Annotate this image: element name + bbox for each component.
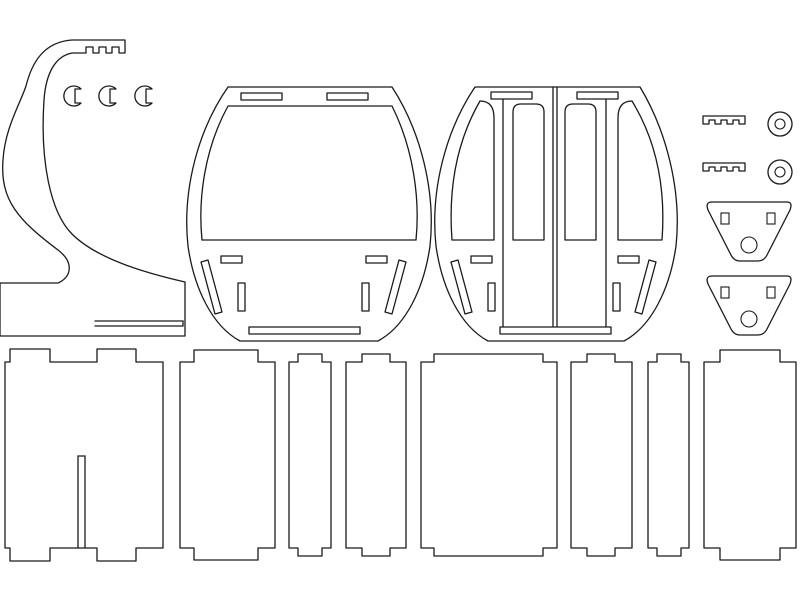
- side-wall-panel: [570, 353, 633, 557]
- hanger-plate: [706, 201, 792, 262]
- cabin-rear-panel-with-doors: [434, 86, 678, 342]
- hanger-arm: [0, 39, 186, 337]
- connector-clip: [702, 115, 746, 125]
- connector-clip: [702, 162, 746, 172]
- side-wall-panel: [288, 353, 332, 557]
- round-washer: [767, 159, 793, 185]
- roof-panel: [4, 348, 164, 562]
- side-wall-panel: [647, 353, 690, 557]
- cabin-front-panel: [186, 86, 432, 342]
- side-wall-panel: [345, 353, 407, 557]
- side-wall-panel: [179, 349, 276, 561]
- hanger-clip: [63, 85, 82, 107]
- round-washer: [767, 111, 793, 137]
- side-wall-panel: [703, 349, 797, 561]
- hanger-clip: [98, 85, 117, 107]
- hanger-plate: [706, 275, 792, 336]
- floor-panel: [420, 353, 558, 557]
- hanger-clip: [134, 85, 153, 107]
